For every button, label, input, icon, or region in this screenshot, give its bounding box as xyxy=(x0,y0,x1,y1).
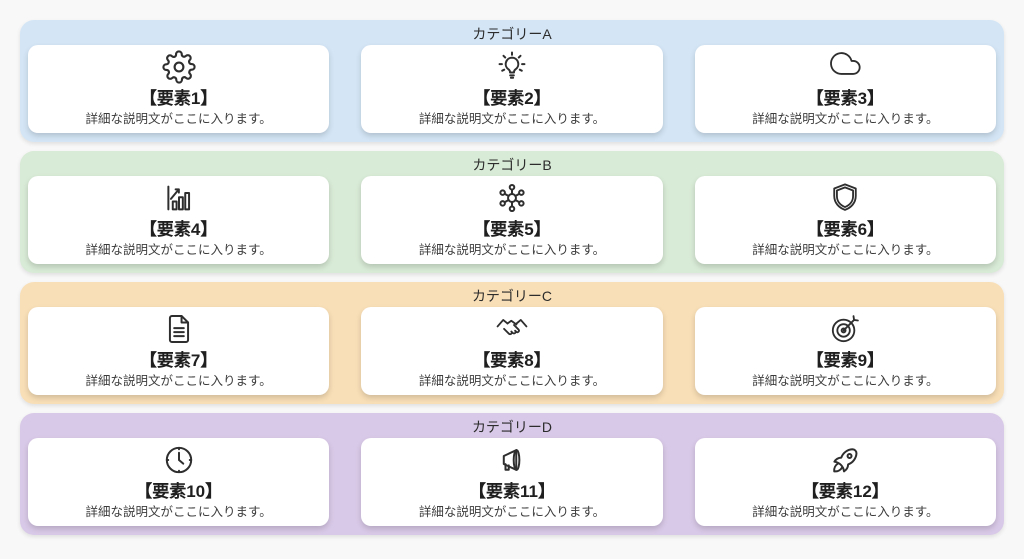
item-title: 【要素5】 xyxy=(473,220,551,239)
item-description: 詳細な説明文がここに入ります。 xyxy=(418,112,606,126)
item-title: 【要素12】 xyxy=(801,482,889,501)
lightbulb-icon xyxy=(495,50,529,86)
item-card-2: 【要素2】 詳細な説明文がここに入ります。 xyxy=(361,45,663,133)
item-card-10: 【要素10】 詳細な説明文がここに入ります。 xyxy=(28,438,330,526)
card-row: 【要素1】 詳細な説明文がここに入ります。 【要素2】 詳細な説明文がここに入り… xyxy=(28,45,996,133)
item-description: 詳細な説明文がここに入ります。 xyxy=(85,112,272,126)
network-icon xyxy=(495,181,529,217)
item-card-12: 【要素12】 詳細な説明文がここに入ります。 xyxy=(694,438,996,526)
megaphone-icon xyxy=(495,443,529,479)
item-card-5: 【要素5】 詳細な説明文がここに入ります。 xyxy=(361,176,663,264)
category-band-d: カテゴリーD 【要素10】 詳細な説明文がここに入ります。 xyxy=(20,413,1004,535)
clock-icon xyxy=(162,443,196,479)
category-title: カテゴリーD xyxy=(471,419,553,435)
item-description: 詳細な説明文がここに入ります。 xyxy=(85,505,272,519)
item-title: 【要素11】 xyxy=(469,482,555,501)
item-title: 【要素7】 xyxy=(139,351,218,370)
cloud-icon xyxy=(828,50,862,86)
gear-icon xyxy=(162,50,196,86)
item-card-6: 【要素6】 詳細な説明文がここに入ります。 xyxy=(694,176,996,264)
item-card-1: 【要素1】 詳細な説明文がここに入ります。 xyxy=(28,45,330,133)
item-card-3: 【要素3】 詳細な説明文がここに入ります。 xyxy=(694,45,996,133)
item-title: 【要素8】 xyxy=(473,351,551,370)
item-title: 【要素3】 xyxy=(806,89,885,108)
shield-icon xyxy=(828,181,862,217)
item-description: 詳細な説明文がここに入ります。 xyxy=(752,505,939,519)
item-description: 詳細な説明文がここに入ります。 xyxy=(85,243,272,257)
bar-chart-icon xyxy=(162,181,196,217)
item-card-11: 【要素11】 詳細な説明文がここに入ります。 xyxy=(361,438,663,526)
target-icon xyxy=(828,312,862,348)
item-title: 【要素9】 xyxy=(806,351,885,370)
item-card-9: 【要素9】 詳細な説明文がここに入ります。 xyxy=(694,307,996,395)
handshake-icon xyxy=(495,312,529,348)
category-title: カテゴリーC xyxy=(471,288,553,304)
item-description: 詳細な説明文がここに入ります。 xyxy=(752,374,939,388)
item-title: 【要素1】 xyxy=(139,89,218,108)
category-title: カテゴリーB xyxy=(472,157,552,173)
card-row: 【要素4】 詳細な説明文がここに入ります。 【要素5 xyxy=(28,176,996,264)
rocket-icon xyxy=(828,443,862,479)
category-band-c: カテゴリーC 【要素7】 詳細な説明文がここに入ります。 xyxy=(20,282,1004,404)
card-row: 【要素7】 詳細な説明文がここに入ります。 【要素8】 詳細な説明文がここに入り… xyxy=(28,307,996,395)
item-title: 【要素10】 xyxy=(135,482,223,501)
item-description: 詳細な説明文がここに入ります。 xyxy=(418,505,606,519)
category-title: カテゴリーA xyxy=(472,26,552,42)
document-icon xyxy=(162,312,196,348)
category-band-a: カテゴリーA 【要素1】 詳細な説明文がここに入ります。 xyxy=(20,20,1004,142)
item-description: 詳細な説明文がここに入ります。 xyxy=(418,243,606,257)
item-title: 【要素6】 xyxy=(806,220,885,239)
item-card-4: 【要素4】 詳細な説明文がここに入ります。 xyxy=(28,176,330,264)
item-description: 詳細な説明文がここに入ります。 xyxy=(418,374,606,388)
item-card-8: 【要素8】 詳細な説明文がここに入ります。 xyxy=(361,307,663,395)
category-band-b: カテゴリーB 【要素4】 詳細な説明文がここに入ります。 xyxy=(20,151,1004,273)
item-description: 詳細な説明文がここに入ります。 xyxy=(85,374,272,388)
item-description: 詳細な説明文がここに入ります。 xyxy=(752,243,939,257)
item-title: 【要素2】 xyxy=(473,89,551,108)
item-title: 【要素4】 xyxy=(139,220,218,239)
card-row: 【要素10】 詳細な説明文がここに入ります。 【要素11】 詳細な説明文がここに… xyxy=(28,438,996,526)
item-card-7: 【要素7】 詳細な説明文がここに入ります。 xyxy=(28,307,330,395)
item-description: 詳細な説明文がここに入ります。 xyxy=(752,112,939,126)
